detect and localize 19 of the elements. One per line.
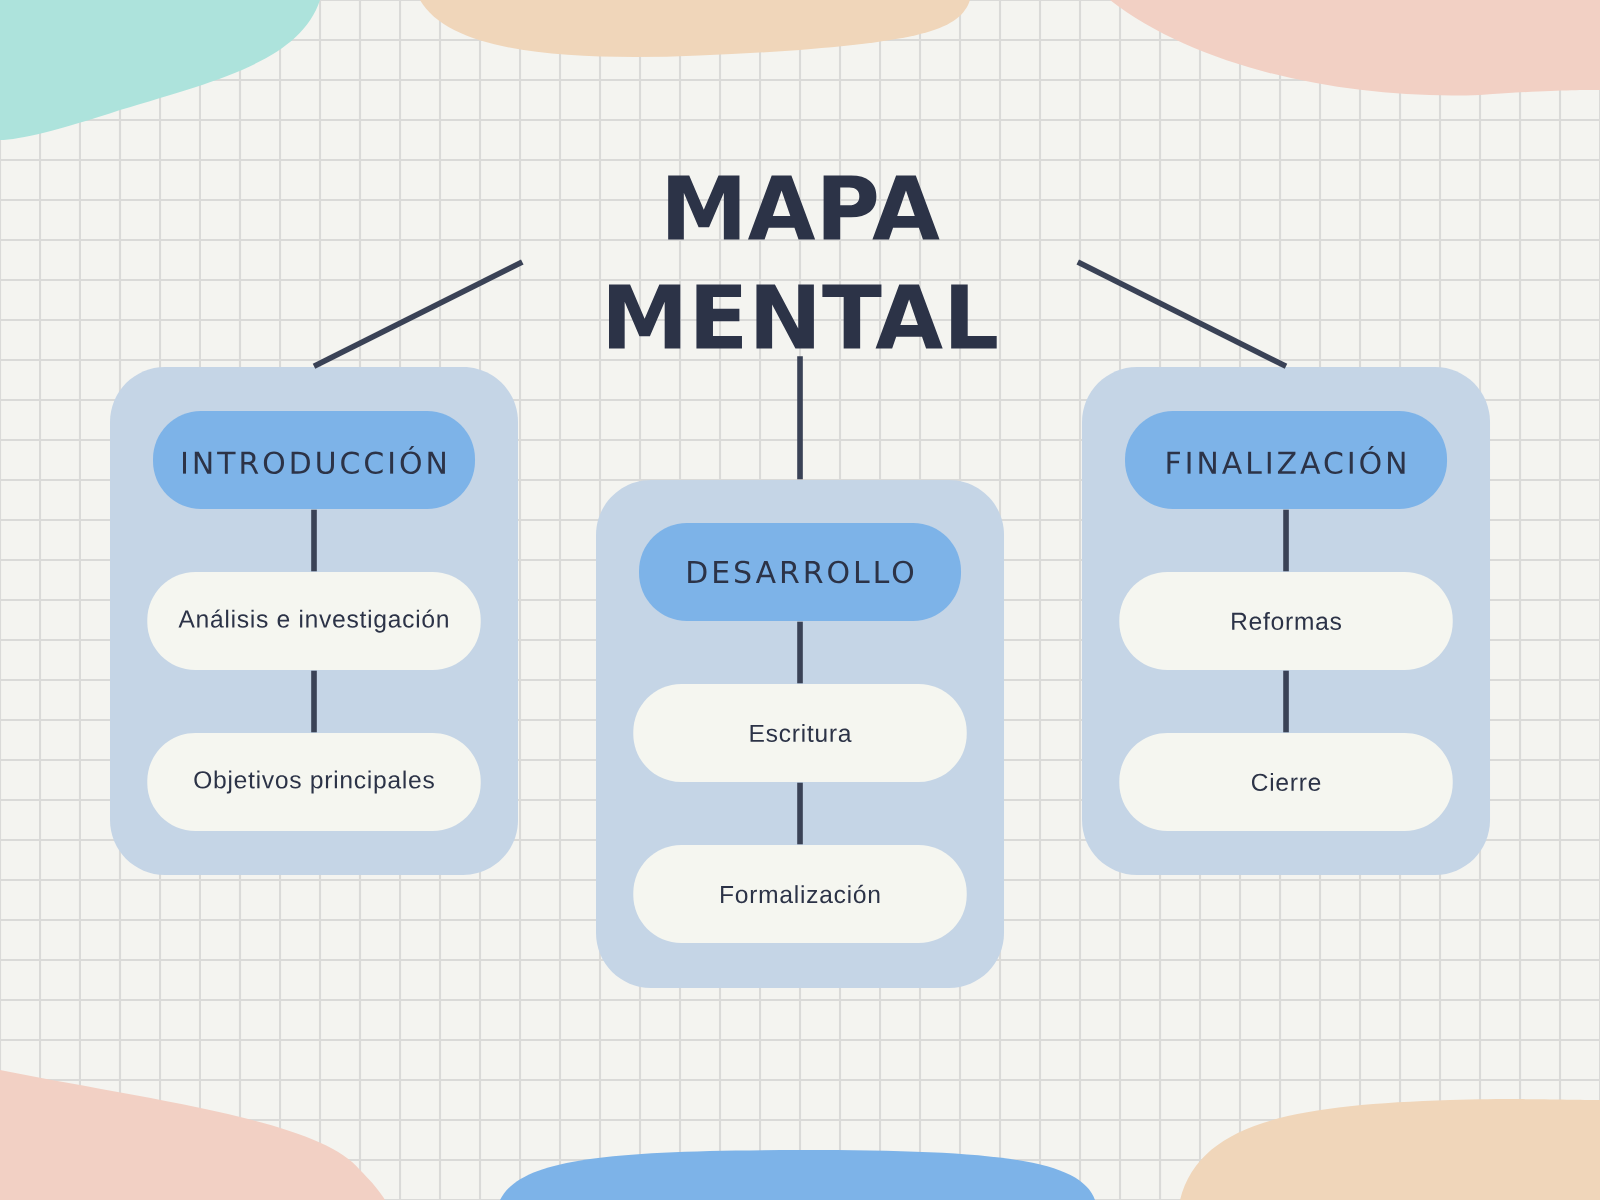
topic-pill: Cierre (1119, 733, 1453, 831)
connector-line (312, 259, 524, 369)
connector-line (1076, 259, 1288, 369)
connector-line (1283, 670, 1289, 733)
connector-line (1283, 509, 1289, 572)
topic-pill: Escritura (633, 684, 967, 782)
heading-pill: DESARROLLO (639, 523, 961, 621)
connector-line (797, 356, 803, 480)
topic-pill: Formalización (633, 845, 967, 943)
connector-line (797, 782, 803, 845)
connector-line (797, 621, 803, 684)
topic-pill: Reformas (1119, 572, 1453, 670)
topic-pill: Objetivos principales (147, 733, 481, 831)
title: MAPA MENTAL (609, 175, 997, 349)
heading-pill: FINALIZACIÓN (1125, 411, 1448, 509)
connector-line (311, 670, 317, 733)
connector-line (311, 509, 317, 572)
topic-pill: Análisis e investigación (147, 572, 481, 670)
heading-pill: INTRODUCCIÓN (153, 411, 475, 509)
